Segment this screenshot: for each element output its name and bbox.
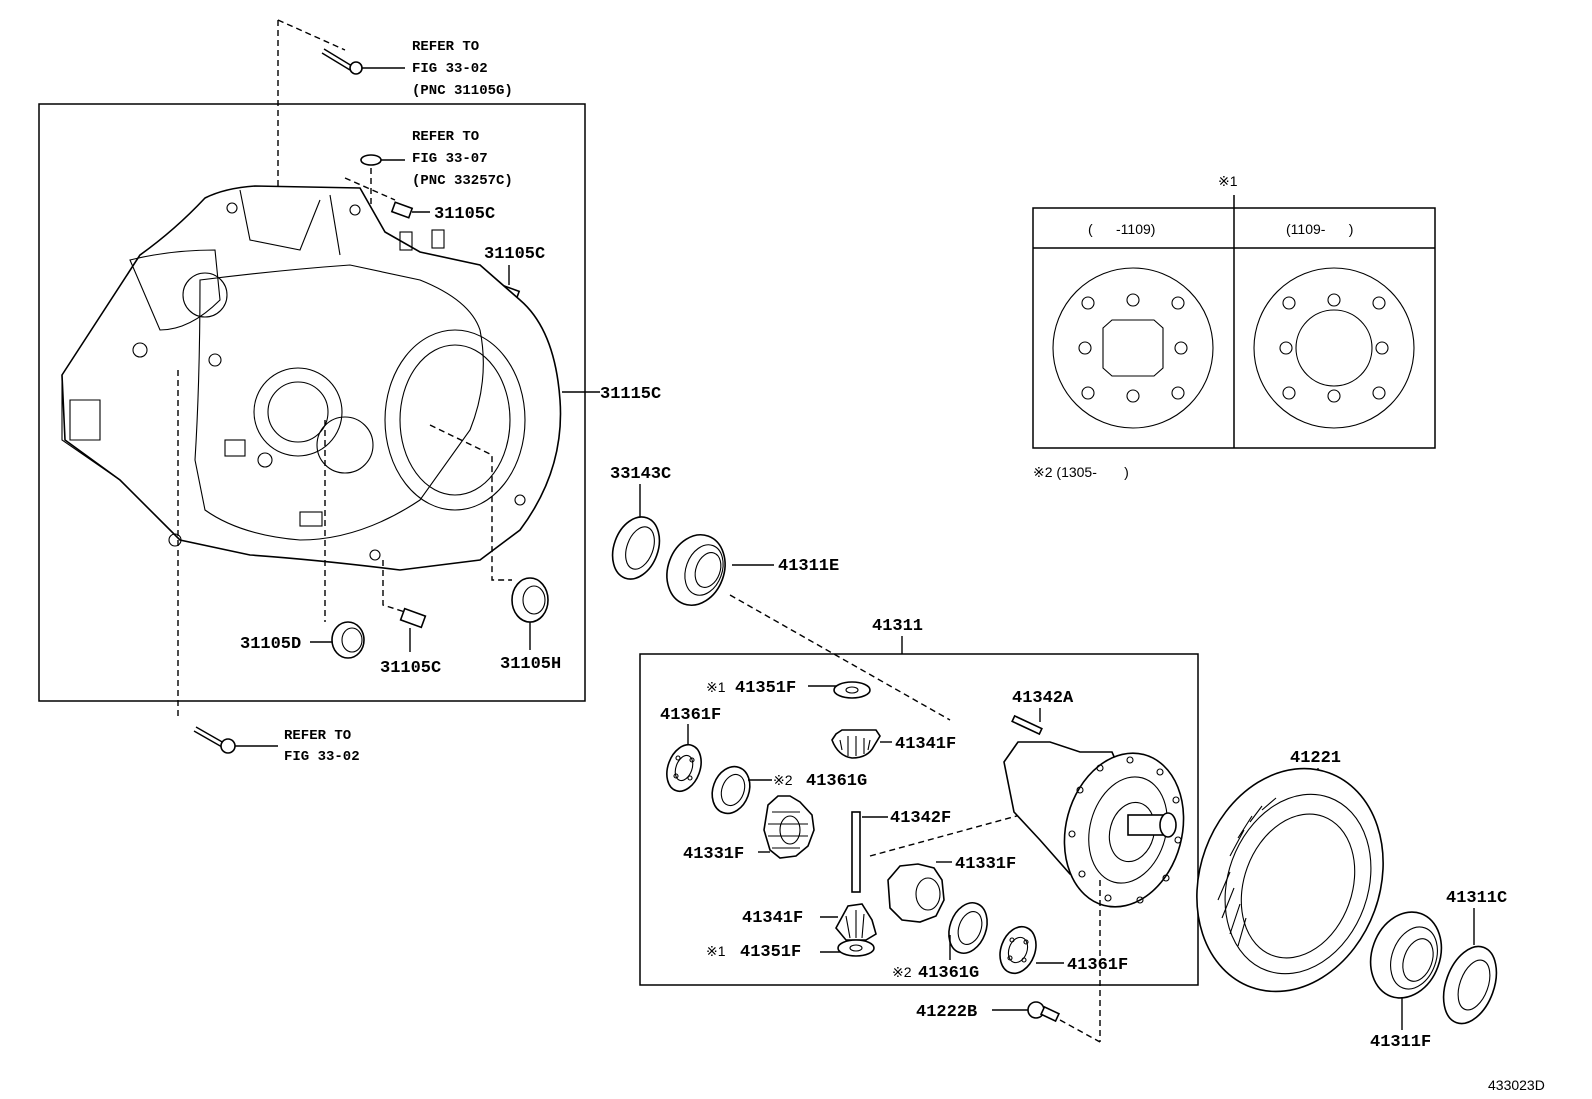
ref-bot-line1: REFER TO (284, 728, 351, 744)
bolt-top-icon (321, 48, 405, 75)
transaxle-case (61, 185, 562, 571)
dowel-pin-icon (399, 607, 427, 652)
mark-1-b: ※1 (706, 943, 726, 959)
bearing-outer-race-icon (1442, 945, 1498, 1025)
ring-gear-icon (1196, 767, 1384, 993)
label-41331F-a: 41331F (683, 845, 744, 864)
label-41361F-b: 41361F (1067, 956, 1128, 975)
label-41311: 41311 (872, 617, 923, 636)
thrust-washer-icon (948, 902, 988, 954)
ref-top-line2: FIG 33-02 (412, 61, 488, 77)
label-41361G-a: 41361G (806, 772, 867, 791)
label-33143C: 33143C (610, 465, 671, 484)
side-washer-icon (666, 743, 702, 793)
label-41221: 41221 (1290, 749, 1341, 768)
label-41351F-b: 41351F (740, 943, 801, 962)
label-41361G-b: 41361G (918, 964, 979, 983)
pinion-gear-icon (831, 729, 881, 759)
inset-col-left: ( -1109) (1088, 221, 1155, 237)
label-41342F: 41342F (890, 809, 951, 828)
lock-pin-icon (1011, 714, 1043, 736)
label-31105H: 31105H (500, 655, 561, 674)
label-41342A: 41342A (1012, 689, 1074, 708)
ref-bot-line2: FIG 33-02 (284, 749, 360, 765)
inset-mark: ※1 (1218, 173, 1238, 189)
label-31105C-a: 31105C (434, 205, 495, 224)
label-31105C-b: 31105C (484, 245, 545, 264)
label-41331F-b: 41331F (955, 855, 1016, 874)
bearing-icon (666, 534, 726, 606)
label-41341F-b: 41341F (742, 909, 803, 928)
label-41361F-a: 41361F (660, 706, 721, 725)
ref-top-line3: (PNC 31105G) (412, 83, 513, 99)
case-group-frame (38, 103, 586, 702)
label-41351F-a: 41351F (735, 679, 796, 698)
label-41341F-a: 41341F (895, 735, 956, 754)
oil-seal-icon (511, 577, 549, 650)
label-41311F: 41311F (1370, 1033, 1431, 1052)
side-gear-icon (887, 863, 945, 923)
inset-col-right: (1109- ) (1286, 221, 1353, 237)
mark-1-a: ※1 (706, 679, 726, 695)
thrust-washer-icon (837, 939, 875, 957)
side-gear-icon (763, 795, 815, 859)
thrust-washer-icon (833, 681, 871, 699)
ref-mid-line2: FIG 33-07 (412, 151, 488, 167)
pinion-shaft-icon (851, 811, 861, 893)
figure-id: 433023D (1488, 1077, 1545, 1093)
mark-2-a: ※2 (773, 772, 793, 788)
ref-mid-line3: (PNC 33257C) (412, 173, 513, 189)
oil-seal-icon (310, 621, 365, 659)
pinion-gear-icon (835, 903, 877, 941)
bearing-outer-race-icon (611, 516, 661, 580)
ring-gear-bolt-icon (1027, 1001, 1061, 1023)
bolt-bottom-icon (193, 726, 278, 754)
label-31105C-c: 31105C (380, 659, 441, 678)
differential-group-frame (639, 653, 1199, 986)
label-31115C: 31115C (600, 385, 661, 404)
label-41311C: 41311C (1446, 889, 1507, 908)
differential-case (1003, 741, 1185, 908)
flange-left-icon (1052, 267, 1214, 429)
dowel-pin-icon (390, 201, 430, 219)
side-washer-icon (999, 925, 1037, 975)
label-41311E: 41311E (778, 557, 839, 576)
ref-mid-line1: REFER TO (412, 129, 479, 145)
inset-note: ※2 (1305- ) (1033, 464, 1129, 480)
washer-icon (360, 154, 405, 166)
ref-top-line1: REFER TO (412, 39, 479, 55)
bearing-icon (1369, 911, 1443, 999)
label-31105D: 31105D (240, 635, 301, 654)
thrust-washer-icon (711, 765, 751, 815)
label-41222B: 41222B (916, 1003, 977, 1022)
mark-2-b: ※2 (892, 964, 912, 980)
flange-right-icon (1253, 267, 1415, 429)
